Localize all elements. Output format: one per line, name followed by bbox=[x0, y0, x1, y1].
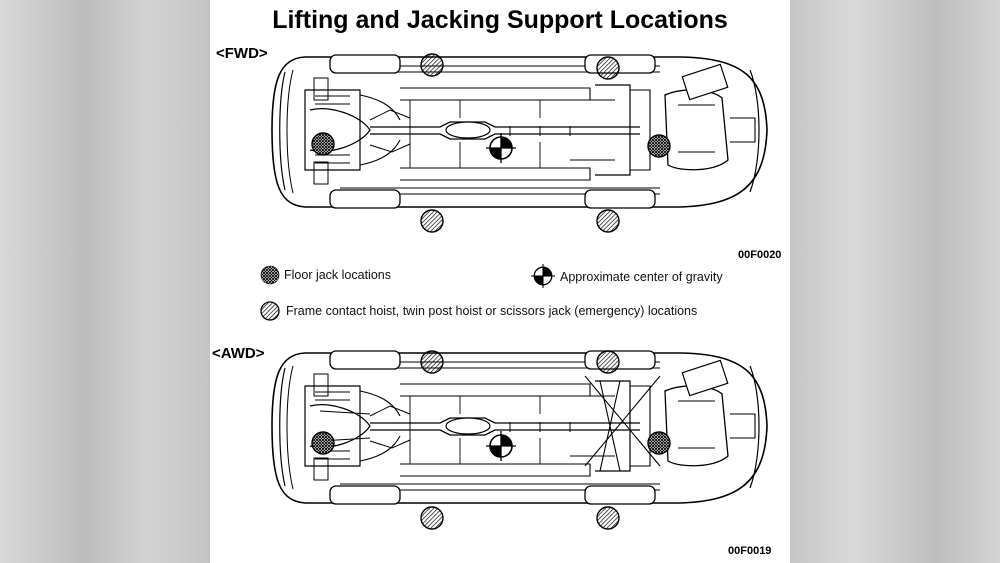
background-right bbox=[790, 0, 1000, 563]
awd-hoist-point-rear-right bbox=[596, 506, 620, 530]
legend-floor-jack-label: Floor jack locations bbox=[284, 268, 391, 282]
page-title: Lifting and Jacking Support Locations bbox=[272, 6, 728, 34]
hatched-circle-icon bbox=[260, 301, 280, 321]
awd-figure-code: 00F0019 bbox=[728, 545, 772, 557]
diagram-panel: Lifting and Jacking Support Locations bbox=[210, 0, 790, 563]
awd-floor-jack-front bbox=[311, 431, 335, 455]
legend-hoist-label: Frame contact hoist, twin post hoist or … bbox=[286, 304, 698, 318]
fwd-hoist-point-front-right bbox=[420, 209, 444, 233]
fwd-hoist-point-rear-right bbox=[596, 209, 620, 233]
quartered-circle-icon bbox=[530, 263, 556, 289]
awd-vehicle-diagram bbox=[271, 350, 768, 505]
awd-label: <AWD> bbox=[212, 345, 265, 362]
fwd-floor-jack-rear bbox=[647, 134, 671, 158]
awd-floor-jack-rear bbox=[647, 431, 671, 455]
awd-hoist-point-rear-left bbox=[596, 350, 620, 374]
awd-hoist-point-front-right bbox=[420, 506, 444, 530]
fwd-floor-jack-front bbox=[311, 132, 335, 156]
fwd-vehicle-diagram bbox=[271, 54, 768, 209]
crosshatch-circle-icon bbox=[260, 265, 280, 285]
diagram-canvas bbox=[260, 53, 768, 530]
fwd-figure-code: 00F0020 bbox=[738, 249, 782, 261]
fwd-label: <FWD> bbox=[216, 45, 268, 62]
legend-center-gravity-label: Approximate center of gravity bbox=[560, 270, 723, 284]
awd-hoist-point-front-left bbox=[420, 350, 444, 374]
fwd-hoist-point-rear-left bbox=[596, 56, 620, 80]
background-left bbox=[0, 0, 210, 563]
fwd-hoist-point-front-left bbox=[420, 53, 444, 77]
